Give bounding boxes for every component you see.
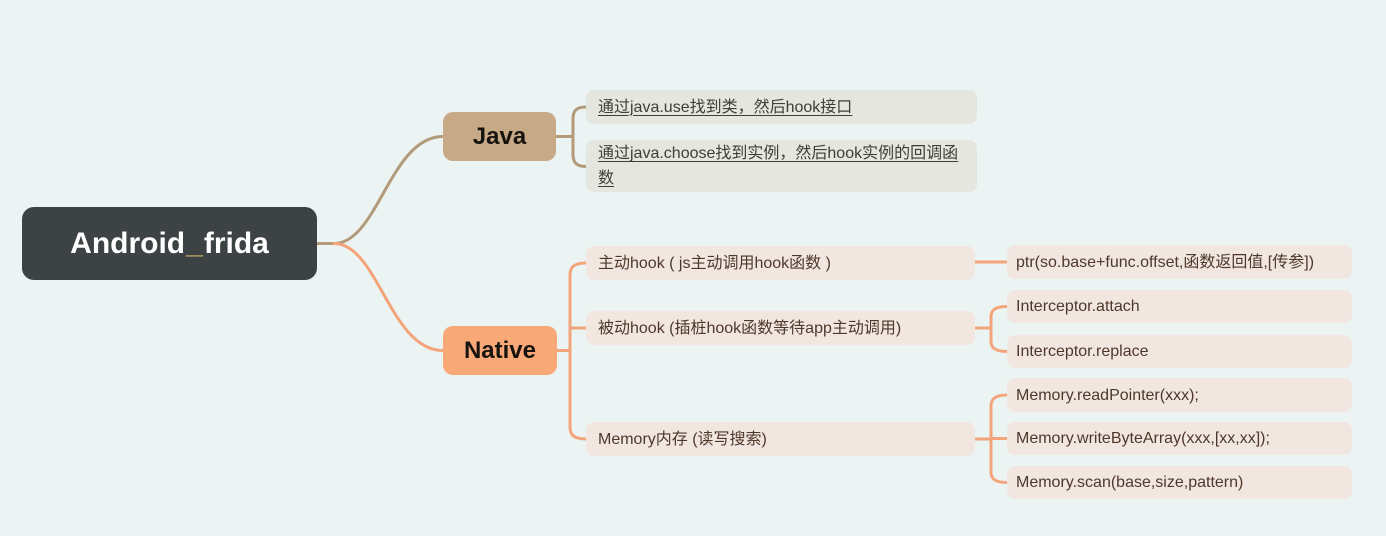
edge-java-children-bracket (571, 105, 588, 168)
topic-memory-label: Memory内存 (读写搜索) (598, 430, 767, 448)
leaf-interceptor-attach[interactable]: Interceptor.attach (1007, 290, 1352, 323)
branch-java-label: Java (472, 122, 527, 150)
root-label-prefix: Android (70, 226, 186, 260)
edge-root-java (315, 135, 445, 245)
edge-root-native (332, 242, 445, 352)
edge-memory-bracket (989, 393, 1009, 484)
leaf-memory-readpointer[interactable]: Memory.readPointer(xxx); (1007, 378, 1352, 412)
branch-native-label: Native (463, 336, 537, 364)
topic-java-choose[interactable]: 通过java.choose找到实例，然后hook实例的回调函数 (586, 140, 977, 192)
topic-active-hook[interactable]: 主动hook ( js主动调用hook函数 ) (586, 246, 975, 280)
topic-memory[interactable]: Memory内存 (读写搜索) (586, 422, 975, 456)
topic-passive-hook-label: 被动hook (插桩hook函数等待app主动调用) (598, 319, 902, 337)
leaf-interceptor-attach-label: Interceptor.attach (1016, 298, 1140, 315)
topic-java-use[interactable]: 通过java.use找到类，然后hook接口 (586, 90, 977, 124)
leaf-memory-scan[interactable]: Memory.scan(base,size,pattern) (1007, 466, 1352, 499)
leaf-interceptor-replace-label: Interceptor.replace (1016, 343, 1149, 360)
topic-java-use-label: 通过java.use找到类，然后hook接口 (598, 98, 853, 116)
edge-passivehook-bracket (989, 305, 1009, 353)
leaf-interceptor-replace[interactable]: Interceptor.replace (1007, 335, 1352, 368)
leaf-memory-writebytearray-label: Memory.writeByteArray(xxx,[xx,xx]); (1016, 430, 1270, 447)
leaf-memory-readpointer-label: Memory.readPointer(xxx); (1016, 386, 1199, 404)
root-node-android-frida[interactable]: Android_frida (22, 207, 317, 280)
edge-native-children-bracket (568, 261, 588, 441)
leaf-ptr-call-label: ptr(so.base+func.offset,函数返回值,[传参]) (1016, 253, 1315, 271)
topic-java-choose-label: 通过java.choose找到实例，然后hook实例的回调函数 (598, 145, 959, 187)
leaf-memory-scan-label: Memory.scan(base,size,pattern) (1016, 474, 1244, 491)
topic-passive-hook[interactable]: 被动hook (插桩hook函数等待app主动调用) (586, 311, 975, 345)
root-label-separator: _ (186, 226, 203, 260)
topic-active-hook-label: 主动hook ( js主动调用hook函数 ) (598, 254, 831, 272)
root-label-suffix: frida (203, 226, 269, 260)
branch-node-native[interactable]: Native (443, 326, 557, 375)
leaf-ptr-call[interactable]: ptr(so.base+func.offset,函数返回值,[传参]) (1007, 245, 1352, 279)
branch-node-java[interactable]: Java (443, 112, 556, 161)
leaf-memory-writebytearray[interactable]: Memory.writeByteArray(xxx,[xx,xx]); (1007, 422, 1352, 455)
